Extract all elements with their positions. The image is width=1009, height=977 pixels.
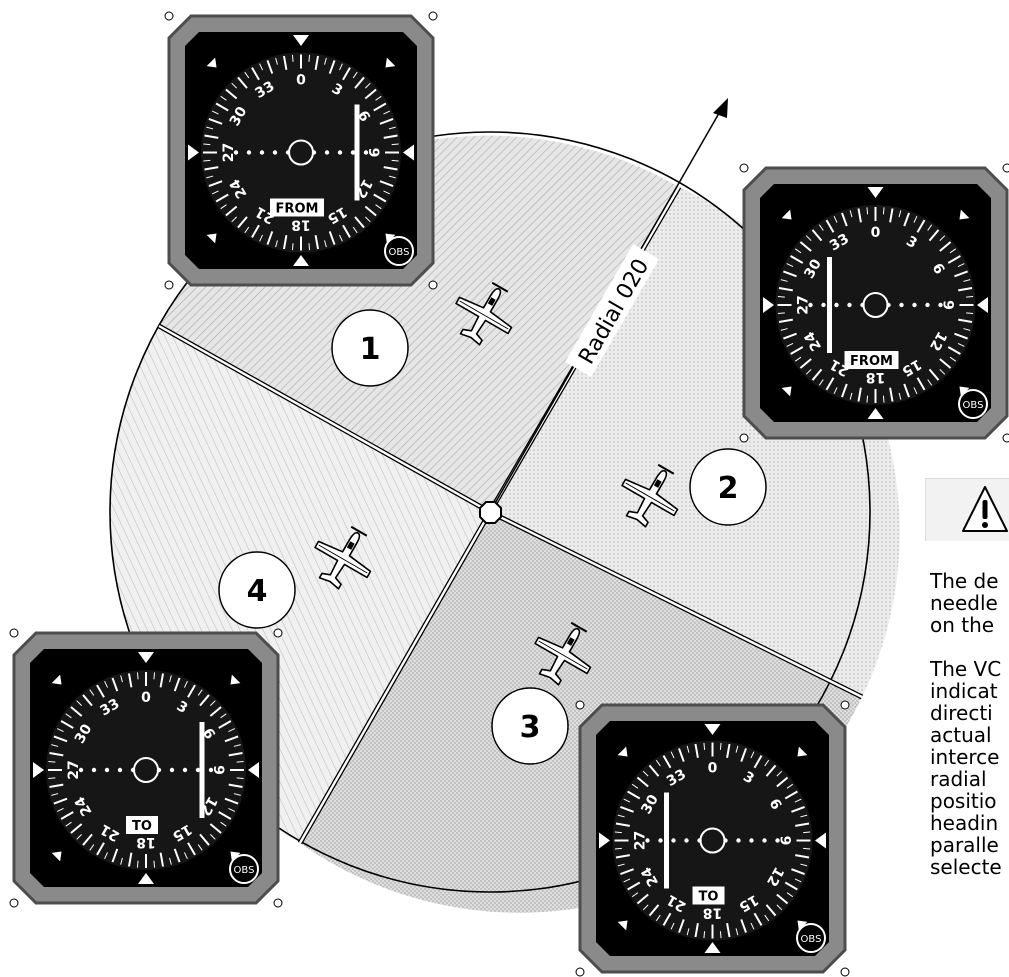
compass-label: 18	[291, 217, 310, 233]
obs-knob[interactable]: OBS	[229, 854, 259, 884]
compass-label: 0	[296, 73, 306, 89]
obs-knob[interactable]: OBS	[958, 389, 988, 419]
vor-station-icon	[479, 501, 502, 524]
to-from-flag	[692, 886, 725, 905]
course-deviation-needle	[199, 722, 205, 818]
to-from-label: TO	[699, 890, 719, 905]
obs-knob[interactable]: OBS	[796, 923, 826, 953]
compass-label: 9	[210, 765, 226, 775]
to-from-label: FROM	[850, 354, 893, 369]
to-from-flag	[126, 816, 158, 834]
to-from-label: FROM	[276, 202, 319, 217]
compass-label: 0	[708, 761, 718, 777]
caution-line: on the	[930, 613, 995, 637]
compass-label: 9	[365, 148, 381, 158]
compass-label: 27	[633, 831, 649, 850]
caution-line: actual	[930, 723, 992, 747]
vor-range-circle	[109, 131, 871, 893]
caution-line: radial	[930, 767, 987, 791]
compass-label: 0	[141, 690, 151, 706]
caution-line: headin	[930, 811, 999, 835]
sector-badge-1: 1	[331, 309, 409, 387]
to-from-flag	[270, 198, 324, 217]
obs-label: OBS	[389, 247, 410, 258]
caution-box	[925, 478, 1009, 541]
course-deviation-needle	[354, 104, 360, 201]
warning-triangle-icon	[962, 486, 1008, 532]
obs-label: OBS	[801, 934, 822, 945]
caution-line: interce	[930, 745, 1000, 769]
sector-badge-4: 4	[218, 551, 296, 629]
obs-label: OBS	[234, 865, 255, 876]
to-from-label: TO	[132, 819, 152, 834]
course-deviation-needle	[827, 257, 832, 353]
compass-label: 18	[866, 369, 885, 385]
course-deviation-needle	[664, 792, 669, 889]
compass-label: 27	[221, 143, 237, 162]
caution-paragraph-1: The de needle on the	[930, 570, 1009, 636]
compass-label: 9	[940, 300, 956, 310]
to-from-flag	[844, 351, 899, 369]
obs-label: OBS	[963, 400, 984, 411]
selection-handles	[9, 11, 1009, 977]
sector-number: 3	[520, 710, 541, 745]
sector-badge-3: 3	[491, 687, 569, 765]
compass-label: 27	[66, 760, 82, 779]
caution-line: directi	[930, 701, 993, 725]
caution-text: The de needle on the The VC indicat dire…	[930, 570, 1009, 900]
compass-label: 18	[703, 905, 722, 921]
compass-label: 27	[796, 295, 812, 314]
sector-badge-2: 2	[689, 448, 767, 526]
sector-number: 2	[718, 471, 739, 506]
caution-line: The VC	[930, 657, 1002, 681]
caution-line: needle	[930, 591, 998, 615]
caution-line: indicat	[930, 679, 998, 703]
caution-line: The de	[930, 570, 999, 593]
sector-number: 4	[247, 574, 268, 609]
compass-label: 0	[871, 225, 881, 241]
caution-line: selecte	[930, 855, 1002, 879]
caution-line: positio	[930, 789, 997, 813]
sector-number: 1	[360, 332, 381, 367]
compass-label: 18	[136, 834, 155, 850]
caution-line: paralle	[930, 833, 999, 857]
compass-label: 9	[777, 836, 793, 846]
caution-paragraph-2: The VC indicat directi actual interce ra…	[930, 658, 1009, 878]
obs-knob[interactable]: OBS	[384, 236, 414, 266]
